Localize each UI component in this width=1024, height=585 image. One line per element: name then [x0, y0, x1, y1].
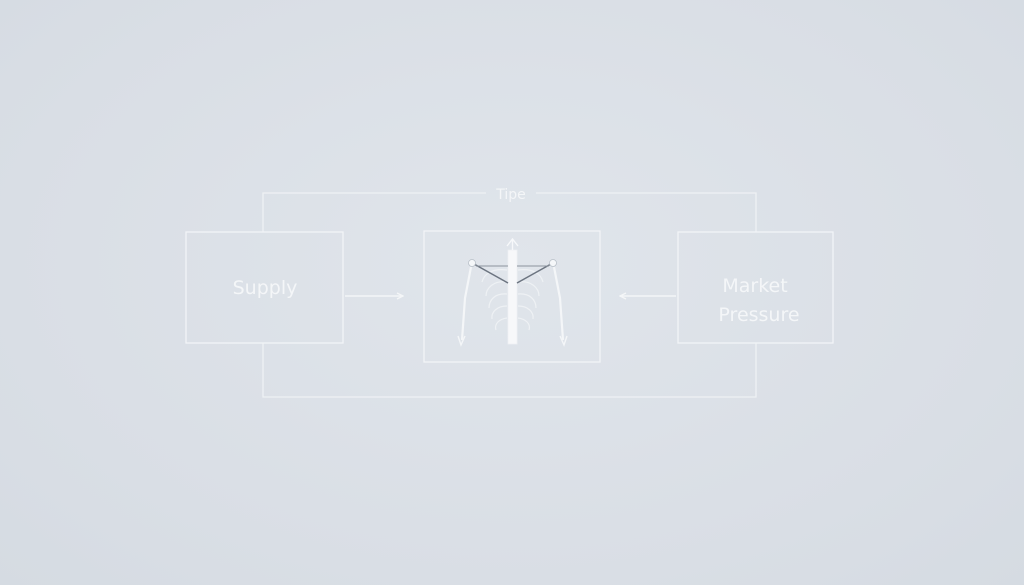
market-label: Market: [722, 275, 787, 297]
supply-label: Supply: [233, 277, 298, 299]
loop-bottom-line: [262, 343, 757, 398]
market-pressure-node: Market Pressure: [677, 231, 834, 344]
supply-node: Supply: [185, 231, 344, 344]
supply-box: [185, 231, 344, 344]
ribcage-spine-icon: [457, 237, 568, 347]
center-node: [423, 230, 601, 363]
center-box: [423, 230, 601, 363]
feedback-loop: Tipe: [262, 187, 757, 398]
pressure-label: Pressure: [718, 304, 799, 326]
loop-top-line: [262, 192, 757, 232]
loop-label: Tipe: [495, 187, 526, 203]
market-pressure-box: [677, 231, 834, 344]
